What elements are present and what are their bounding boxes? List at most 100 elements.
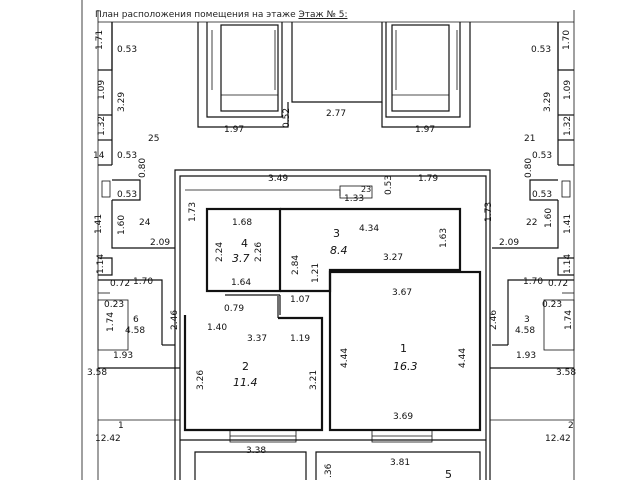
floor-label: Этаж № 5: xyxy=(298,10,348,20)
dimension-label: 4.44 xyxy=(458,348,468,368)
room-4-number: 4 xyxy=(241,237,248,250)
dimension-label: 0.79 xyxy=(224,304,244,314)
dimension-label: 3.37 xyxy=(247,334,267,344)
dimension-label: 1.68 xyxy=(232,218,252,228)
dimension-label: 1.41 xyxy=(563,214,573,234)
dimension-label: 0.80 xyxy=(524,158,534,178)
room-walls xyxy=(183,207,482,480)
room-1-area: 16.3 xyxy=(393,360,418,373)
dimension-label: 1.70 xyxy=(562,30,572,50)
dimension-label: 1.19 xyxy=(290,334,310,344)
dimension-label: 2.24 xyxy=(215,242,225,262)
dimension-label: 1.33 xyxy=(344,194,364,204)
dimension-label: 1.93 xyxy=(113,351,133,361)
dimension-label: 0.53 xyxy=(532,151,552,161)
dimension-label: 3.69 xyxy=(393,412,413,422)
dimension-label: 1.40 xyxy=(207,323,227,333)
dimension-label: 0.53 xyxy=(531,45,551,55)
dimension-label: 3.67 xyxy=(392,288,412,298)
dimension-label: 1.93 xyxy=(516,351,536,361)
dimension-label: 2.46 xyxy=(170,310,180,330)
room-2-right-area: 12.42 xyxy=(545,434,571,444)
dimension-label: 1.64 xyxy=(231,278,251,288)
dimension-label: 0.80 xyxy=(138,158,148,178)
plan-header-text: План расположения помещения на этаже xyxy=(95,10,296,20)
dimension-label: 3.81 xyxy=(390,458,410,468)
dimension-label: 3.27 xyxy=(383,253,403,263)
room-25-number: 25 xyxy=(148,134,159,144)
dimension-label: 2.46 xyxy=(489,310,499,330)
dimension-label: 1.14 xyxy=(563,254,573,274)
dimension-label: 2.09 xyxy=(150,238,170,248)
dimension-label: 0.53 xyxy=(532,190,552,200)
dimension-label: 0.52 xyxy=(282,108,292,128)
room-22-number: 22 xyxy=(526,218,537,228)
dimension-label: 3.26 xyxy=(196,370,206,390)
dimension-label: 2.84 xyxy=(291,255,301,275)
dimension-label: 3.58 xyxy=(87,368,107,378)
right-wing xyxy=(490,22,575,421)
dimension-label: 1.74 xyxy=(106,312,116,332)
room-labels: 1 16.3 2 11.4 3 8.4 4 3.7 5 6 4.58 3 4.5… xyxy=(95,134,574,480)
dimension-label: 1.97 xyxy=(224,125,244,135)
dimension-label: 1.71 xyxy=(95,30,105,50)
room-5-number: 5 xyxy=(445,468,452,480)
dimension-label: 1.79 xyxy=(418,174,438,184)
plan-header: План расположения помещения на этаже Эта… xyxy=(95,10,347,20)
dimension-label: 2.77 xyxy=(326,109,346,119)
dimension-label: 1.09 xyxy=(97,80,107,100)
dimension-label: 1.63 xyxy=(439,228,449,248)
dimension-label: 0.53 xyxy=(117,151,137,161)
room-6-left-area: 4.58 xyxy=(125,326,145,336)
dimension-label: 1.70 xyxy=(523,277,543,287)
dimension-label: 1.73 xyxy=(188,202,198,222)
dimension-label: 0.72 xyxy=(548,279,568,289)
left-wing xyxy=(97,22,180,421)
room-3-right-number: 3 xyxy=(524,315,530,325)
room-24-number: 24 xyxy=(139,218,151,228)
dimension-label: 1.32 xyxy=(97,116,107,136)
room-6-left-number: 6 xyxy=(133,315,139,325)
dimension-label: 4.34 xyxy=(359,224,379,234)
dimension-label: 3.29 xyxy=(543,92,553,112)
dimension-label: 4.44 xyxy=(340,348,350,368)
dimension-label: 2.09 xyxy=(499,238,519,248)
dimension-label: 0.72 xyxy=(110,279,130,289)
dimension-label: 1.60 xyxy=(117,215,127,235)
dimension-label: 0.23 xyxy=(542,300,562,310)
room-1-left-area: 12.42 xyxy=(95,434,121,444)
room-3-right-area: 4.58 xyxy=(515,326,535,336)
dimension-label: 3.38 xyxy=(246,446,266,456)
elevator-block xyxy=(197,22,471,128)
room-4-outline xyxy=(205,207,282,293)
room-3-number: 3 xyxy=(333,227,340,240)
room-1-left-number: 1 xyxy=(118,421,124,431)
dimension-label: 0.53 xyxy=(117,190,137,200)
dimension-label: 1.74 xyxy=(564,310,574,330)
dimension-label: 1.32 xyxy=(563,116,573,136)
room-23-number: 23 xyxy=(361,185,371,194)
dimension-label: 1.97 xyxy=(415,125,435,135)
dimension-label: .36 xyxy=(324,463,334,478)
room-3-outline xyxy=(280,207,462,293)
room-3-area: 8.4 xyxy=(330,244,348,257)
room-4-area: 3.7 xyxy=(232,252,250,265)
room-2-right-number: 2 xyxy=(568,421,574,431)
dimension-label: 1.07 xyxy=(290,295,310,305)
dimension-label: 0.53 xyxy=(384,175,394,195)
dimension-label: 1.41 xyxy=(94,214,104,234)
dimension-label: 1.09 xyxy=(563,80,573,100)
dimension-label: 1.60 xyxy=(544,208,554,228)
dimension-label: 1.70 xyxy=(133,277,153,287)
dimension-label: 0.23 xyxy=(104,300,124,310)
room-2-area: 11.4 xyxy=(233,376,258,389)
room-1-number: 1 xyxy=(400,342,407,355)
dimension-label: 3.29 xyxy=(117,92,127,112)
dimension-label: 0.53 xyxy=(117,45,137,55)
room-2-outline xyxy=(183,315,324,432)
apartment-outline xyxy=(174,169,491,480)
dimension-label: 1.73 xyxy=(484,202,494,222)
dimension-label: 2.26 xyxy=(254,242,264,262)
